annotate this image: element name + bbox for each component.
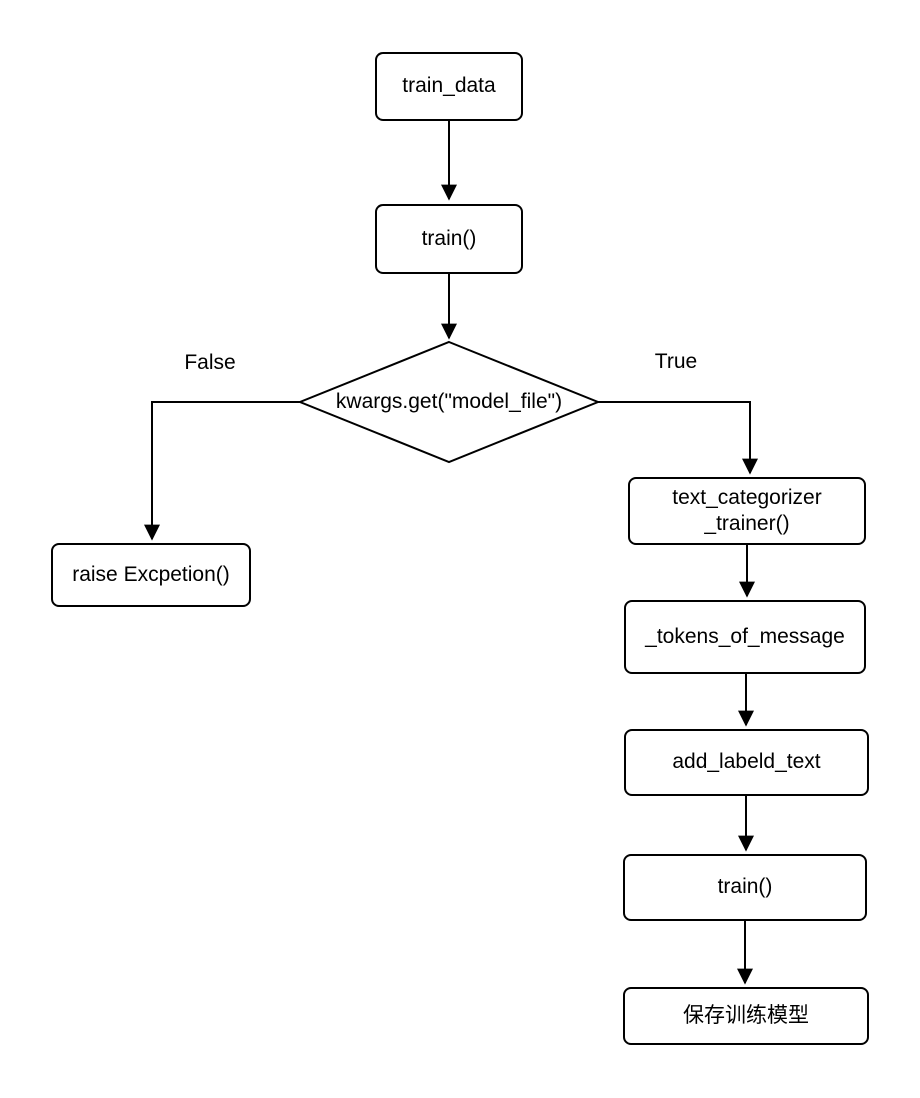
edge-false-branch	[144, 401, 300, 541]
node-raise-exception: raise Excpetion()	[51, 543, 251, 607]
decision-diamond-shape	[297, 340, 601, 464]
node-tokens-of-message: _tokens_of_message	[624, 600, 866, 674]
edge-true-branch	[598, 401, 758, 475]
node-train-data: train_data	[375, 52, 523, 121]
edge-label-false: False	[184, 351, 236, 374]
node-decision-label: kwargs.get("model_file")	[335, 390, 563, 413]
node-train-call-2: train()	[623, 854, 867, 921]
node-save-model: 保存训练模型	[623, 987, 869, 1045]
node-add-labeld-text: add_labeld_text	[624, 729, 869, 796]
node-text-categorizer-trainer: text_categorizer _trainer()	[628, 477, 866, 545]
edge-label-true: True	[654, 350, 698, 373]
node-train-call: train()	[375, 204, 523, 274]
